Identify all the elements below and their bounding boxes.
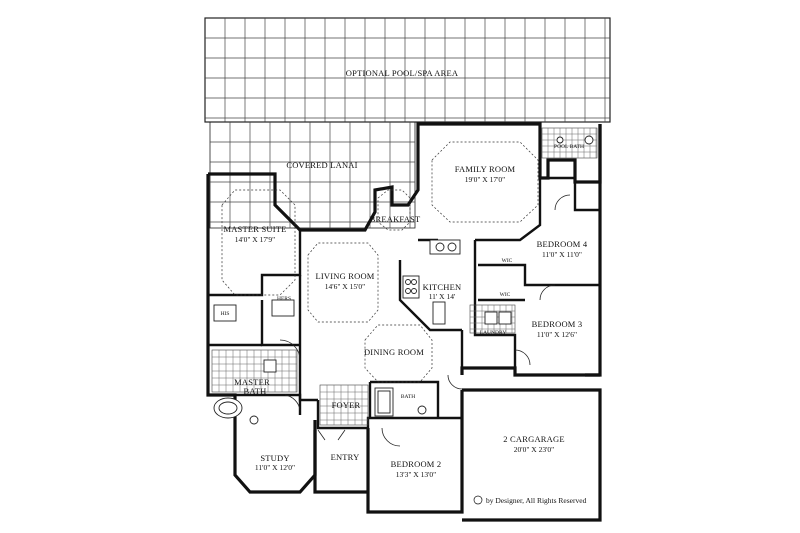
label-laundry: LAUNDRY [480, 330, 507, 336]
label-hers: HERS [277, 296, 291, 302]
label-dining-room: DINING ROOM [364, 347, 424, 357]
pool-area [204, 17, 611, 123]
room-labels: OPTIONAL POOL/SPA AREA COVERED LANAI FAM… [221, 68, 588, 479]
dims-bedroom-4: 11'0" X 11'0" [542, 250, 582, 259]
label-living-room: LIVING ROOM [315, 271, 374, 281]
ceiling-outlines [221, 141, 539, 383]
tile-foyer [319, 384, 369, 426]
label-bedroom-4: BEDROOM 4 [537, 239, 588, 249]
label-study: STUDY [260, 453, 289, 463]
doors [279, 194, 571, 447]
label-garage: 2 CARGARAGE [503, 434, 564, 444]
dims-garage: 20'0" X 23'0" [514, 445, 555, 454]
dims-bedroom-3: 11'0" X 12'6" [537, 330, 577, 339]
dims-kitchen: 11' X 14' [429, 292, 456, 301]
tile-pool-bath [541, 127, 598, 159]
label-wic-1: WIC [502, 258, 513, 264]
label-his: HIS [221, 311, 230, 317]
dims-family-room: 19'0" X 17'0" [465, 175, 506, 184]
label-bedroom-3: BEDROOM 3 [532, 319, 583, 329]
dims-master-suite: 14'0" X 17'9" [235, 235, 276, 244]
copyright-text: by Designer, All Rights Reserved [486, 496, 587, 505]
label-pool-area: OPTIONAL POOL/SPA AREA [346, 68, 459, 78]
dims-living-room: 14'6" X 15'0" [325, 282, 366, 291]
tile-master-bath [211, 349, 298, 393]
fixtures [213, 135, 594, 425]
label-family-room: FAMILY ROOM [455, 164, 516, 174]
label-foyer: FOYER [332, 400, 361, 410]
label-pool-bath: POOL BATH [554, 144, 584, 150]
label-wic-2: WIC [500, 292, 511, 298]
label-master-suite: MASTER SUITE [223, 224, 286, 234]
dims-bedroom-2: 13'3" X 13'0" [396, 470, 437, 479]
interior-walls [208, 176, 600, 430]
label-bath: BATH [401, 394, 415, 400]
copyright: by Designer, All Rights Reserved [473, 495, 587, 505]
label-bedroom-2: BEDROOM 2 [391, 459, 442, 469]
label-master-bath-2: BATH [244, 386, 267, 396]
label-kitchen: KITCHEN [423, 282, 462, 292]
label-covered-lanai: COVERED LANAI [286, 160, 357, 170]
label-entry: ENTRY [331, 452, 360, 462]
label-master-bath-1: MASTER [234, 377, 270, 387]
dims-study: 11'0" X 12'0" [255, 463, 295, 472]
label-breakfast: BREAKFAST [370, 214, 421, 224]
